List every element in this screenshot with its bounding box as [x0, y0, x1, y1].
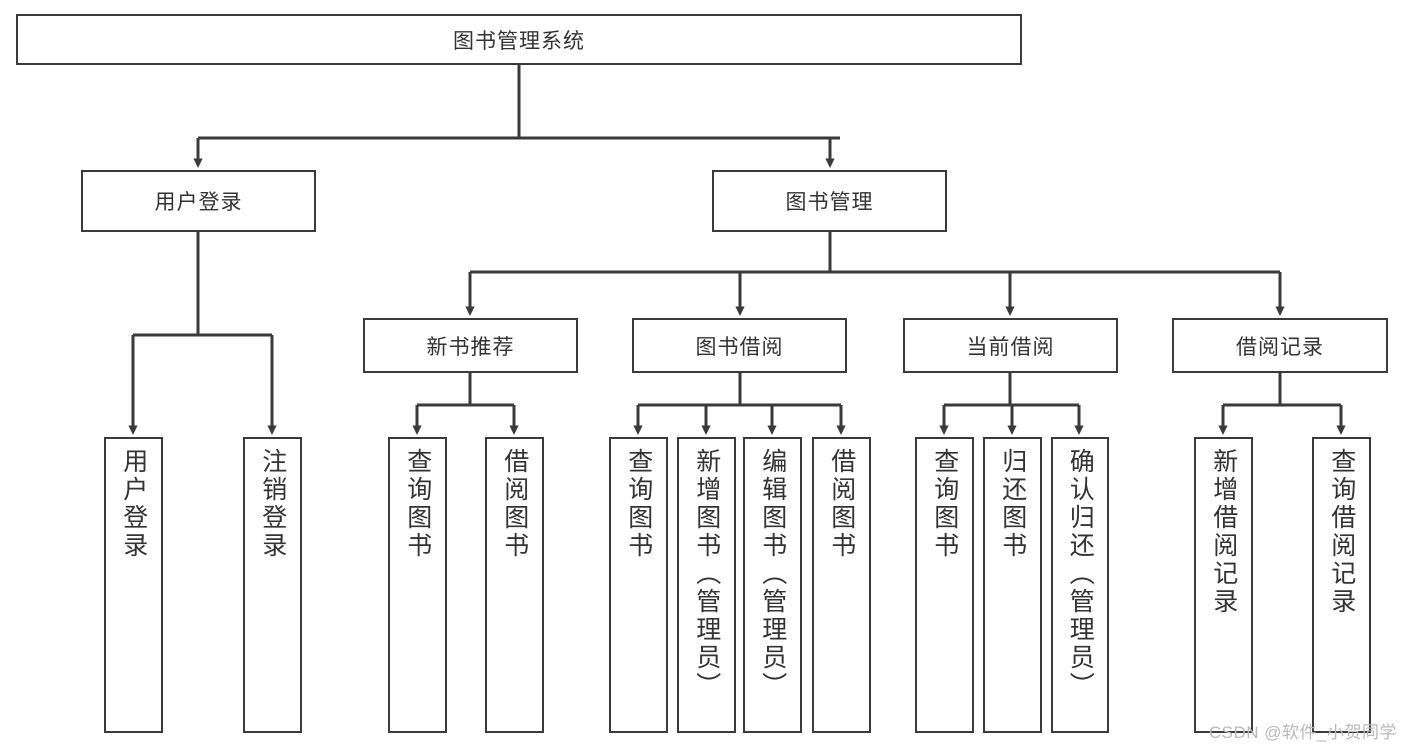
node-book-borrow-label: 图书借阅 — [695, 335, 784, 359]
node-book-manage[interactable]: 图书管理 — [712, 170, 947, 232]
node-user-login-label: 用户登录 — [154, 191, 243, 214]
node-book-borrow[interactable]: 图书借阅 — [632, 318, 847, 373]
node-leaf-current-return-label: 归还图书 — [998, 448, 1027, 560]
node-new-book-recommend-label: 新书推荐 — [426, 335, 515, 359]
node-leaf-book-edit-admin[interactable]: 编辑图书（管理员） — [743, 437, 802, 733]
node-leaf-record-query[interactable]: 查询借阅记录 — [1312, 437, 1371, 733]
node-leaf-record-query-label: 查询借阅记录 — [1327, 448, 1356, 616]
node-leaf-book-borrow-query[interactable]: 查询图书 — [609, 437, 668, 733]
node-root-system-label: 图书管理系统 — [453, 29, 585, 53]
node-new-book-recommend[interactable]: 新书推荐 — [363, 318, 578, 373]
node-borrow-record[interactable]: 借阅记录 — [1172, 318, 1388, 373]
node-current-borrow[interactable]: 当前借阅 — [903, 318, 1118, 373]
node-leaf-book-add-admin-label: 新增图书（管理员） — [692, 448, 721, 700]
node-leaf-book-add-admin[interactable]: 新增图书（管理员） — [677, 437, 736, 733]
node-leaf-current-return[interactable]: 归还图书 — [983, 437, 1042, 733]
node-leaf-new-book-query[interactable]: 查询图书 — [388, 437, 447, 733]
node-leaf-confirm-return-admin[interactable]: 确认归还（管理员） — [1051, 437, 1109, 733]
node-leaf-user-login-signin[interactable]: 用户登录 — [104, 437, 163, 733]
node-root-system[interactable]: 图书管理系统 — [16, 14, 1022, 65]
csdn-watermark: CSDN @软件_小贺同学 — [1208, 723, 1397, 742]
node-leaf-book-borrow-query-label: 查询图书 — [624, 448, 653, 560]
node-leaf-new-book-borrow-label: 借阅图书 — [500, 448, 529, 560]
node-leaf-user-login-signout-label: 注销登录 — [258, 448, 287, 560]
node-user-login[interactable]: 用户登录 — [81, 170, 316, 232]
node-leaf-current-query-label: 查询图书 — [930, 448, 959, 560]
node-leaf-new-book-query-label: 查询图书 — [403, 448, 432, 560]
node-leaf-user-login-signout[interactable]: 注销登录 — [243, 437, 302, 733]
node-leaf-record-add-label: 新增借阅记录 — [1209, 448, 1238, 616]
node-leaf-record-add[interactable]: 新增借阅记录 — [1194, 437, 1253, 733]
node-leaf-book-edit-admin-label: 编辑图书（管理员） — [758, 448, 787, 700]
node-leaf-book-borrow-action-label: 借阅图书 — [827, 448, 856, 560]
node-leaf-current-query[interactable]: 查询图书 — [915, 437, 974, 733]
node-book-manage-label: 图书管理 — [785, 191, 874, 214]
node-leaf-book-borrow-action[interactable]: 借阅图书 — [812, 437, 871, 733]
node-leaf-user-login-signin-label: 用户登录 — [119, 448, 148, 560]
node-leaf-confirm-return-admin-label: 确认归还（管理员） — [1066, 448, 1095, 700]
node-current-borrow-label: 当前借阅 — [966, 335, 1055, 359]
node-borrow-record-label: 借阅记录 — [1236, 335, 1324, 359]
node-leaf-new-book-borrow[interactable]: 借阅图书 — [485, 437, 544, 733]
